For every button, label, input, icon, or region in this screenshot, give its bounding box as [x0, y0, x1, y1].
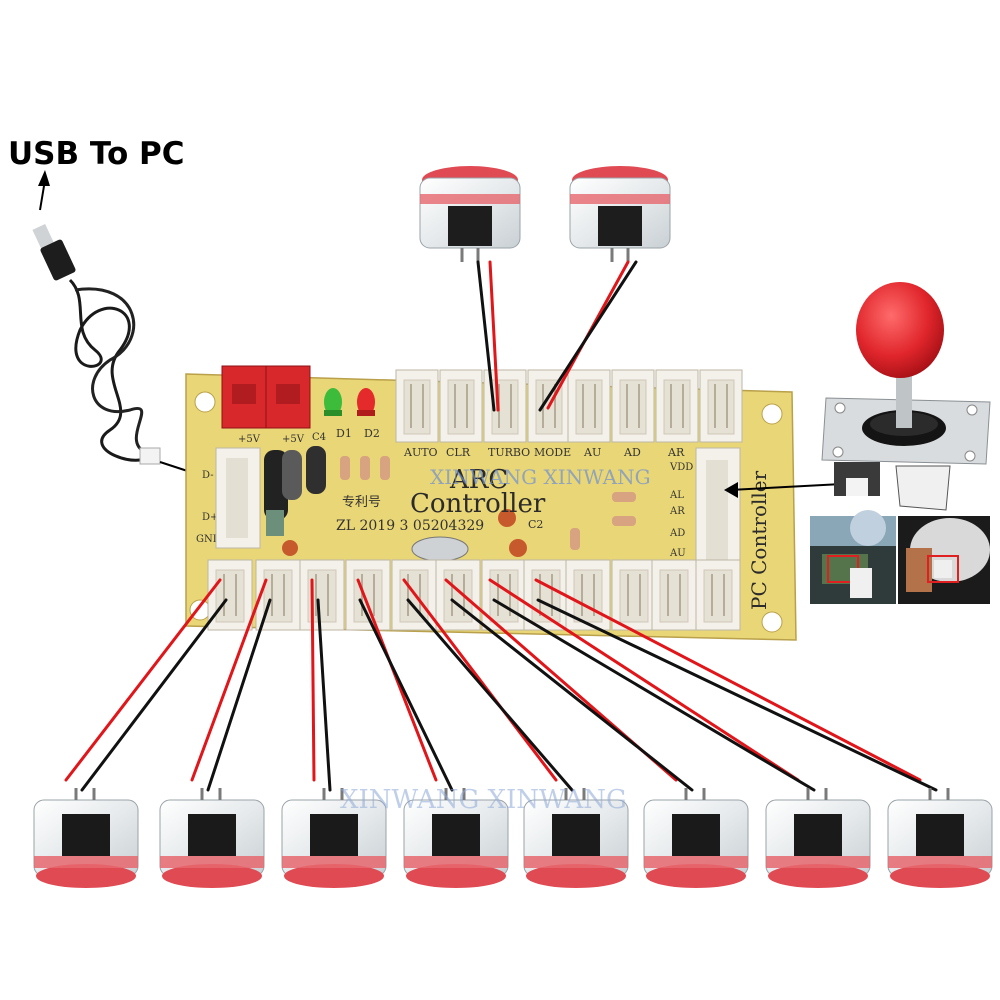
- bottom-wires: [64, 578, 938, 792]
- wire: [450, 598, 694, 792]
- bottom-buttons: [33, 788, 993, 888]
- arcade-button: [569, 166, 671, 262]
- wire: [534, 578, 922, 782]
- wire: [488, 260, 500, 412]
- wire: [310, 578, 316, 782]
- d2-label: D2: [364, 427, 380, 440]
- bottom-connector: [695, 559, 741, 631]
- bottom-connector: [651, 559, 697, 631]
- wire: [316, 598, 332, 792]
- arcade-button: [523, 788, 629, 888]
- joystick-arrow-head: [724, 482, 738, 498]
- wire: [64, 578, 222, 782]
- wire: [536, 598, 938, 792]
- left-label-gnd: GND: [196, 534, 221, 545]
- board-name-line1: ARC: [449, 465, 508, 495]
- c2-label: C2: [528, 518, 543, 531]
- bottom-connector: [207, 559, 253, 631]
- bottom-connector: [565, 559, 611, 631]
- side-label: PC Controller: [747, 470, 771, 610]
- patent-number: ZL 2019 3 05204329: [336, 518, 484, 534]
- led-red: [357, 388, 375, 416]
- joystick-arrow: [729, 483, 843, 491]
- wire: [358, 598, 454, 792]
- bottom-connector-row: [207, 559, 741, 631]
- inset-photo-1: [810, 510, 896, 604]
- wire: [538, 260, 638, 412]
- wire: [206, 598, 272, 792]
- top-buttons: [419, 166, 671, 262]
- top-label: AR: [667, 446, 685, 459]
- d1-label: D1: [336, 427, 352, 440]
- resistors: [340, 456, 636, 550]
- top-label: AD: [623, 446, 641, 459]
- top-label: TURBO: [488, 446, 530, 459]
- top-connector: [611, 369, 655, 443]
- right-label: AU: [669, 548, 686, 559]
- usb-to-pc-label: USB To PC: [8, 136, 185, 172]
- right-label: AR: [669, 506, 685, 517]
- bottom-connector: [435, 559, 481, 631]
- arcade-button: [33, 788, 139, 888]
- top-label: AUTO: [403, 446, 438, 459]
- top-connector: [439, 369, 483, 443]
- joystick-ball: [856, 282, 944, 378]
- top-connector: [699, 369, 743, 443]
- usb-input-connector: [215, 447, 261, 549]
- board-name-line2: Controller: [410, 489, 546, 519]
- wire: [476, 260, 496, 412]
- led-green: [324, 388, 342, 416]
- patent-label: 专利号: [342, 494, 381, 509]
- top-label: CLR: [446, 446, 471, 459]
- arcade-button: [281, 788, 387, 888]
- right-label: AL: [669, 490, 684, 501]
- wire: [402, 578, 558, 782]
- arcade-button: [765, 788, 871, 888]
- joystick: [821, 282, 991, 511]
- inset-photo-2: [898, 516, 990, 604]
- bottom-connector: [611, 559, 657, 631]
- top-labels: AUTO CLR TURBO MODE AU AD AR: [403, 446, 685, 459]
- arcade-button: [403, 788, 509, 888]
- wire: [80, 598, 228, 792]
- right-labels: VDD AL AR AD AU: [669, 462, 693, 559]
- wire: [356, 578, 438, 782]
- power-connector: [221, 365, 311, 429]
- top-label: MODE: [534, 446, 571, 459]
- arcade-button: [419, 166, 521, 262]
- watermark-board: XINWANG XINWANG: [430, 465, 651, 489]
- left-label-d-minus: D-: [202, 470, 214, 481]
- top-label: AU: [583, 446, 601, 459]
- top-connector-row: [395, 369, 743, 443]
- right-label: AD: [669, 528, 685, 539]
- wire: [406, 598, 574, 792]
- bottom-connector: [299, 559, 345, 631]
- arcade-button: [159, 788, 265, 888]
- wire: [488, 578, 800, 782]
- arcade-button: [643, 788, 749, 888]
- top-wires: [476, 260, 638, 412]
- wire: [190, 578, 268, 782]
- right-label: VDD: [669, 462, 693, 473]
- top-connector: [567, 369, 611, 443]
- top-connector: [655, 369, 699, 443]
- c4-label: C4: [312, 432, 326, 443]
- arcade-button: [887, 788, 993, 888]
- left-label-d-plus: D+: [202, 512, 218, 523]
- bottom-connector: [481, 559, 527, 631]
- wire: [492, 598, 816, 792]
- top-connector: [395, 369, 439, 443]
- power-label-2: +5V: [282, 434, 305, 445]
- power-label-1: +5V: [238, 434, 261, 445]
- watermark-bottom: XINWANG XINWANG: [340, 785, 627, 815]
- bottom-connector: [523, 559, 569, 631]
